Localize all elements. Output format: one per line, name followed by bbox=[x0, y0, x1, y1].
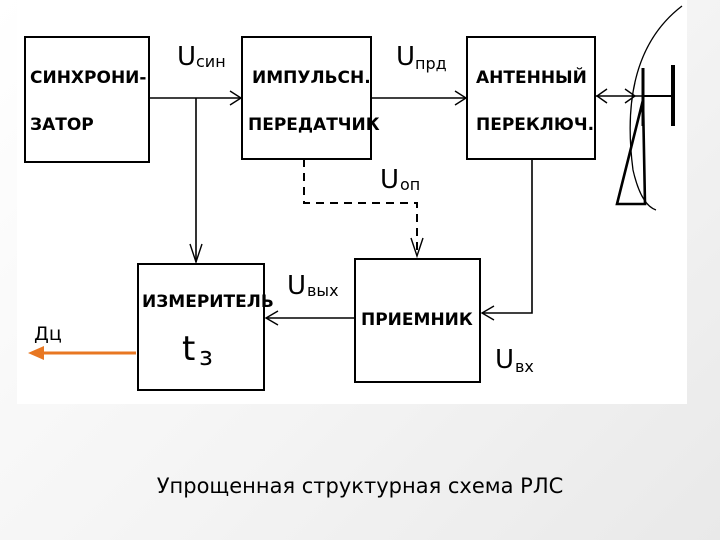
transmitter-block: ИМПУЛЬСН. ПЕРЕДАТЧИК bbox=[241, 36, 380, 160]
antenna-switch-label-line1: АНТЕННЫЙ bbox=[476, 66, 587, 88]
svg-text:U: U bbox=[495, 345, 514, 375]
switch-antenna-arrowhead-right bbox=[624, 88, 637, 104]
u-sin-label: U син bbox=[177, 42, 226, 72]
u-op-label: U оп bbox=[380, 165, 420, 195]
svg-text:U: U bbox=[177, 42, 196, 72]
output-label: Дц bbox=[34, 323, 62, 345]
transmitter-label-line1: ИМПУЛЬСН. bbox=[252, 68, 371, 88]
u-vyh-label: U вых bbox=[287, 271, 339, 301]
svg-text:син: син bbox=[196, 52, 226, 71]
output-arrowhead bbox=[28, 346, 44, 360]
antenna-switch-label-line2: ПЕРЕКЛЮЧ. bbox=[476, 115, 594, 135]
sync-to-measurer-arrowhead bbox=[189, 243, 203, 265]
sync-to-transmitter-arrowhead bbox=[229, 90, 243, 106]
antenna-switch-block: АНТЕННЫЙ ПЕРЕКЛЮЧ. bbox=[466, 36, 596, 160]
switch-to-receiver-arrowhead bbox=[480, 305, 495, 321]
measurer-block: ИЗМЕРИТЕЛЬ t з bbox=[137, 263, 274, 391]
u-prd-label: U прд bbox=[396, 42, 447, 73]
switch-antenna-arrowhead-left bbox=[595, 88, 608, 104]
reference-dashed-line bbox=[303, 159, 418, 255]
svg-text:прд: прд bbox=[415, 54, 447, 73]
synchronizer-label-line2: ЗАТОР bbox=[30, 115, 94, 135]
slide-caption: Упрощенная структурная схема РЛС bbox=[156, 474, 564, 498]
svg-text:вх: вх bbox=[515, 357, 534, 376]
svg-text:U: U bbox=[396, 42, 415, 72]
u-vh-label: U вх bbox=[495, 345, 534, 376]
measurer-label: ИЗМЕРИТЕЛЬ bbox=[142, 292, 274, 312]
measurer-t-subscript: з bbox=[199, 342, 213, 372]
svg-text:U: U bbox=[380, 165, 399, 195]
switch-to-receiver-line bbox=[482, 159, 533, 314]
antenna-icon bbox=[615, 5, 683, 211]
svg-text:U: U bbox=[287, 271, 306, 301]
transmitter-label-line2: ПЕРЕДАТЧИК bbox=[248, 115, 380, 135]
receiver-label: ПРИЕМНИК bbox=[361, 310, 473, 330]
svg-text:оп: оп bbox=[400, 175, 420, 194]
measurer-t-symbol: t bbox=[182, 329, 195, 369]
synchronizer-label-line1: СИНХРОНИ- bbox=[30, 68, 146, 88]
receiver-to-measurer-arrowhead bbox=[264, 310, 279, 326]
transmitter-to-switch-arrowhead bbox=[454, 90, 468, 106]
receiver-block: ПРИЕМНИК bbox=[354, 258, 481, 383]
svg-text:вых: вых bbox=[307, 281, 339, 300]
synchronizer-block: СИНХРОНИ- ЗАТОР bbox=[24, 36, 150, 163]
reference-arrowhead bbox=[410, 237, 424, 259]
